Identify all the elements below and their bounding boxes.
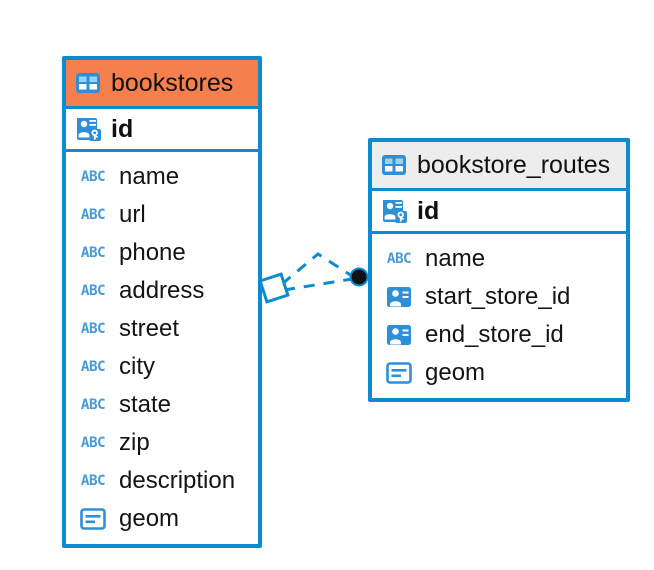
foreign-key-icon <box>382 286 416 308</box>
relationship-source-diamond <box>258 272 290 304</box>
field-row[interactable]: ABC name <box>66 158 258 196</box>
abc-icon: ABC <box>80 435 106 451</box>
abc-icon: ABC <box>80 321 106 337</box>
primary-key-label: id <box>417 196 440 225</box>
field-label: url <box>119 201 146 228</box>
field-row[interactable]: geom <box>372 354 626 392</box>
field-label: name <box>425 245 486 272</box>
field-row[interactable]: ABC state <box>66 386 258 424</box>
abc-icon: ABC <box>80 473 106 489</box>
table-icon <box>75 72 101 94</box>
geometry-icon <box>382 362 416 384</box>
primary-key-row[interactable]: id <box>66 106 258 152</box>
relationship-line-upper <box>281 252 353 286</box>
field-row[interactable]: end_store_id <box>372 316 626 354</box>
field-label: state <box>119 391 172 418</box>
abc-icon: ABC <box>80 245 106 261</box>
primary-key-label: id <box>111 114 134 143</box>
field-label: zip <box>119 429 150 456</box>
relationship-line-lower <box>283 277 353 292</box>
abc-icon: ABC <box>80 207 106 223</box>
field-row[interactable]: ABC street <box>66 310 258 348</box>
entity-bookstore-routes[interactable]: bookstore_routes id ABC name start_store_i… <box>368 138 630 402</box>
abc-icon: ABC <box>80 283 106 299</box>
field-label: description <box>119 467 236 494</box>
field-row[interactable]: ABC name <box>372 240 626 278</box>
entity-header-bookstores[interactable]: bookstores <box>66 60 258 106</box>
field-row[interactable]: ABC city <box>66 348 258 386</box>
field-label: start_store_id <box>425 283 571 310</box>
field-label: address <box>119 277 205 304</box>
foreign-key-icon <box>382 324 416 346</box>
field-label: geom <box>119 505 180 532</box>
primary-key-icon <box>381 198 409 224</box>
entity-header-bookstore-routes[interactable]: bookstore_routes <box>372 142 626 188</box>
field-row[interactable]: ABC url <box>66 196 258 234</box>
geometry-icon <box>76 508 110 530</box>
field-row[interactable]: ABC description <box>66 462 258 500</box>
abc-icon: ABC <box>80 169 106 185</box>
field-row[interactable]: geom <box>66 500 258 538</box>
table-icon <box>381 154 407 176</box>
abc-icon: ABC <box>80 359 106 375</box>
abc-icon: ABC <box>386 251 412 267</box>
entity-title: bookstore_routes <box>417 150 611 179</box>
field-row[interactable]: ABC zip <box>66 424 258 462</box>
relationship-target-circle <box>349 267 369 287</box>
field-label: name <box>119 163 180 190</box>
field-label: geom <box>425 359 486 386</box>
field-label: phone <box>119 239 186 266</box>
primary-key-row[interactable]: id <box>372 188 626 234</box>
primary-key-icon <box>75 116 103 142</box>
field-row[interactable]: ABC phone <box>66 234 258 272</box>
field-label: city <box>119 353 155 380</box>
abc-icon: ABC <box>80 397 106 413</box>
field-row[interactable]: ABC address <box>66 272 258 310</box>
field-row[interactable]: start_store_id <box>372 278 626 316</box>
field-label: street <box>119 315 180 342</box>
field-label: end_store_id <box>425 321 564 348</box>
entity-title: bookstores <box>111 68 234 97</box>
